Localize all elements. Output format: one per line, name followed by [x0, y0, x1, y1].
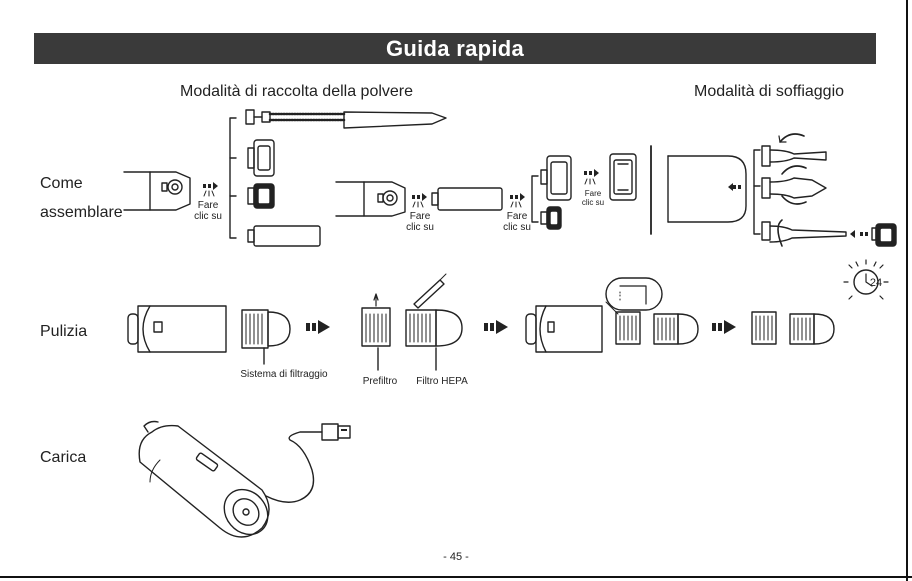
click-rays-icon	[204, 191, 214, 196]
click-arrow-icon	[203, 182, 218, 190]
extension-tube-icon	[432, 188, 502, 210]
extension-tube-icon	[248, 226, 320, 246]
click-arrow-icon	[584, 169, 599, 177]
click-rays-icon	[585, 179, 595, 184]
prefilter-icon	[752, 312, 776, 344]
accessory-bracket-icon	[230, 118, 236, 238]
step-arrow-icon	[712, 320, 736, 334]
nozzle-2-icon	[762, 166, 826, 204]
brush-attachment-icon	[248, 140, 274, 176]
dust-container-icon	[526, 306, 602, 352]
prefilter-icon	[362, 294, 390, 370]
click-arrow-icon	[850, 230, 868, 238]
filter-system-icon	[242, 310, 290, 364]
accessory-bracket-icon	[532, 176, 538, 222]
cleaning-brush-icon	[414, 274, 446, 308]
hepa-filter-icon	[406, 310, 462, 370]
hepa-filter-icon	[790, 314, 834, 344]
handheld-vacuum-icon	[139, 422, 277, 544]
filter-attachment-icon	[541, 207, 561, 229]
accessory-bracket-icon	[754, 150, 760, 234]
nozzle-1-icon	[762, 134, 826, 166]
hose-crevice-tool-icon	[246, 110, 446, 128]
brush-attachment-icon	[541, 156, 571, 200]
nozzle-3-icon	[762, 220, 846, 246]
click-arrow-icon	[728, 183, 741, 191]
right-border	[906, 0, 908, 581]
click-rays-icon	[413, 202, 423, 207]
dust-container-icon	[128, 306, 226, 352]
brush-head-icon	[610, 154, 636, 200]
vacuum-body-icon	[336, 182, 405, 216]
water-tap-icon	[606, 278, 662, 314]
click-rays-icon	[511, 202, 521, 207]
bottom-border	[0, 576, 912, 578]
vacuum-body-icon	[124, 172, 190, 210]
page-number: - 45 -	[0, 551, 912, 563]
filter-attachment-icon	[872, 224, 896, 246]
click-arrow-icon	[510, 193, 525, 201]
sun-clock-icon	[844, 260, 888, 299]
hepa-filter-icon	[654, 314, 698, 344]
prefilter-icon	[616, 312, 640, 344]
step-arrow-icon	[484, 320, 508, 334]
click-arrow-icon	[412, 193, 427, 201]
filter-attachment-icon	[248, 184, 274, 208]
step-arrow-icon	[306, 320, 330, 334]
usb-cable-icon	[266, 424, 350, 502]
